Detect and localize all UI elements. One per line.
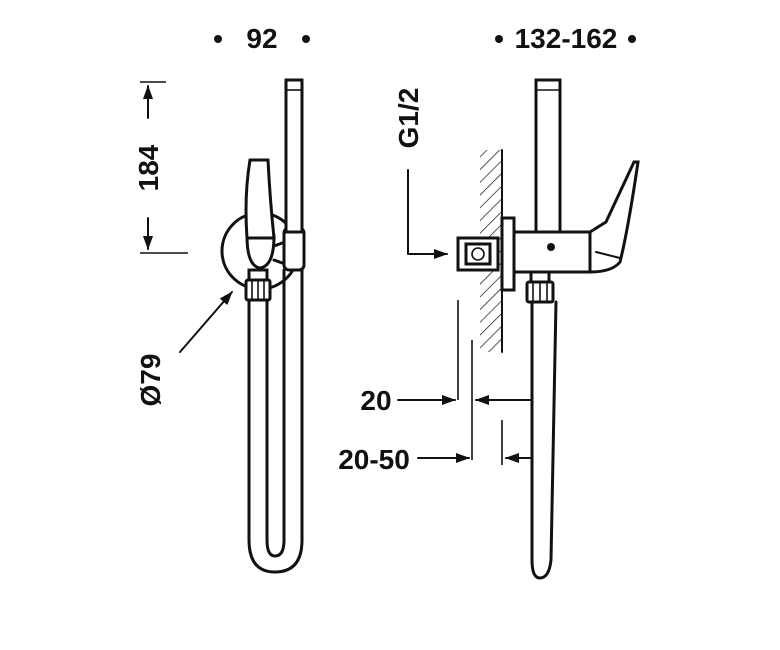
dim-flange-label: Ø79 <box>135 354 166 407</box>
side-hand-shower <box>534 78 562 234</box>
lever-handle <box>244 158 276 240</box>
dim-front-width-label: 92 <box>246 23 277 54</box>
dim-dot-left <box>214 35 222 43</box>
dim-dot-right-2 <box>628 35 636 43</box>
dim-flange-diameter: Ø79 <box>135 291 233 407</box>
dim-wall-offset: 20 <box>360 385 531 416</box>
dim-dot-right <box>302 35 310 43</box>
front-view: 92 184 Ø79 <box>133 23 310 574</box>
dim-front-width: 92 <box>214 23 310 54</box>
dim-side-depth-label: 132-162 <box>515 23 618 54</box>
dim-thread: G1/2 <box>393 88 448 259</box>
dim-height-label: 184 <box>133 144 164 191</box>
hand-shower <box>284 78 304 234</box>
side-flange <box>500 216 516 292</box>
connector-inner <box>464 242 492 266</box>
dim-thread-label: G1/2 <box>393 88 424 149</box>
side-body <box>512 230 592 274</box>
holder-clamp <box>282 226 306 272</box>
dim-wall-offset-label: 20 <box>360 385 391 416</box>
dim-wall-range: 20-50 <box>338 444 531 475</box>
side-lever <box>588 160 640 274</box>
shower-hose <box>247 268 304 574</box>
mixer-body <box>245 234 276 270</box>
side-view: 132-162 G1/2 <box>338 23 640 580</box>
dim-side-depth: 132-162 <box>495 23 636 54</box>
dim-dot-left-2 <box>495 35 503 43</box>
dim-height: 184 <box>133 81 188 254</box>
dim-wall-range-label: 20-50 <box>338 444 410 475</box>
side-hose <box>530 300 558 580</box>
